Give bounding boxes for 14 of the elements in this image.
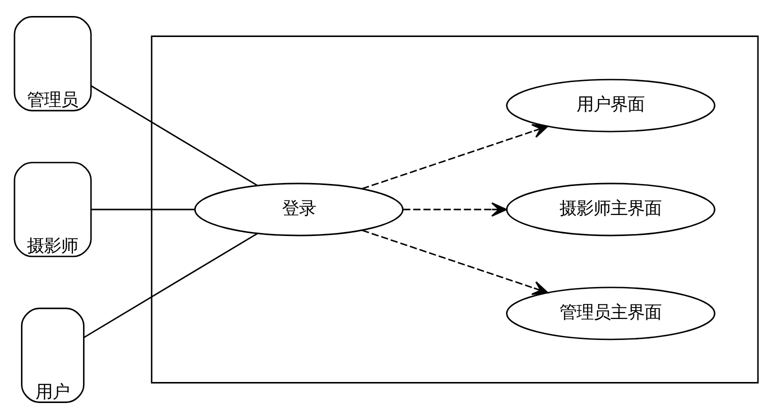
node-ellipse: 管理员主界面 [506, 286, 716, 340]
cluster [150, 36, 759, 384]
node-box: 用户 [20, 308, 84, 403]
connector [90, 85, 258, 186]
node-box: 摄影师 [14, 162, 92, 258]
node-ellipse: 摄影师主界面 [506, 182, 716, 236]
arrow [362, 124, 548, 190]
arrow [403, 202, 508, 217]
node-ellipse: 登录 [194, 182, 404, 236]
node-ellipse: 用户界面 [506, 78, 716, 132]
connector [91, 208, 195, 210]
connector [84, 232, 258, 338]
arrow [362, 230, 548, 295]
node-box: 管理员 [14, 16, 92, 112]
